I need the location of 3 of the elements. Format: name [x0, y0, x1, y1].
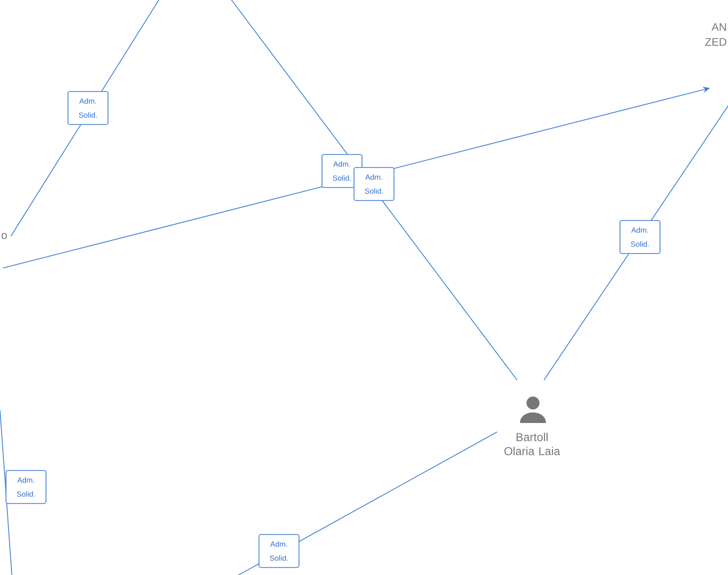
person-name: Bartoll Olaria Laia — [504, 432, 560, 456]
company-name: AN ZED — [705, 23, 726, 46]
company-name: o — [2, 233, 7, 239]
